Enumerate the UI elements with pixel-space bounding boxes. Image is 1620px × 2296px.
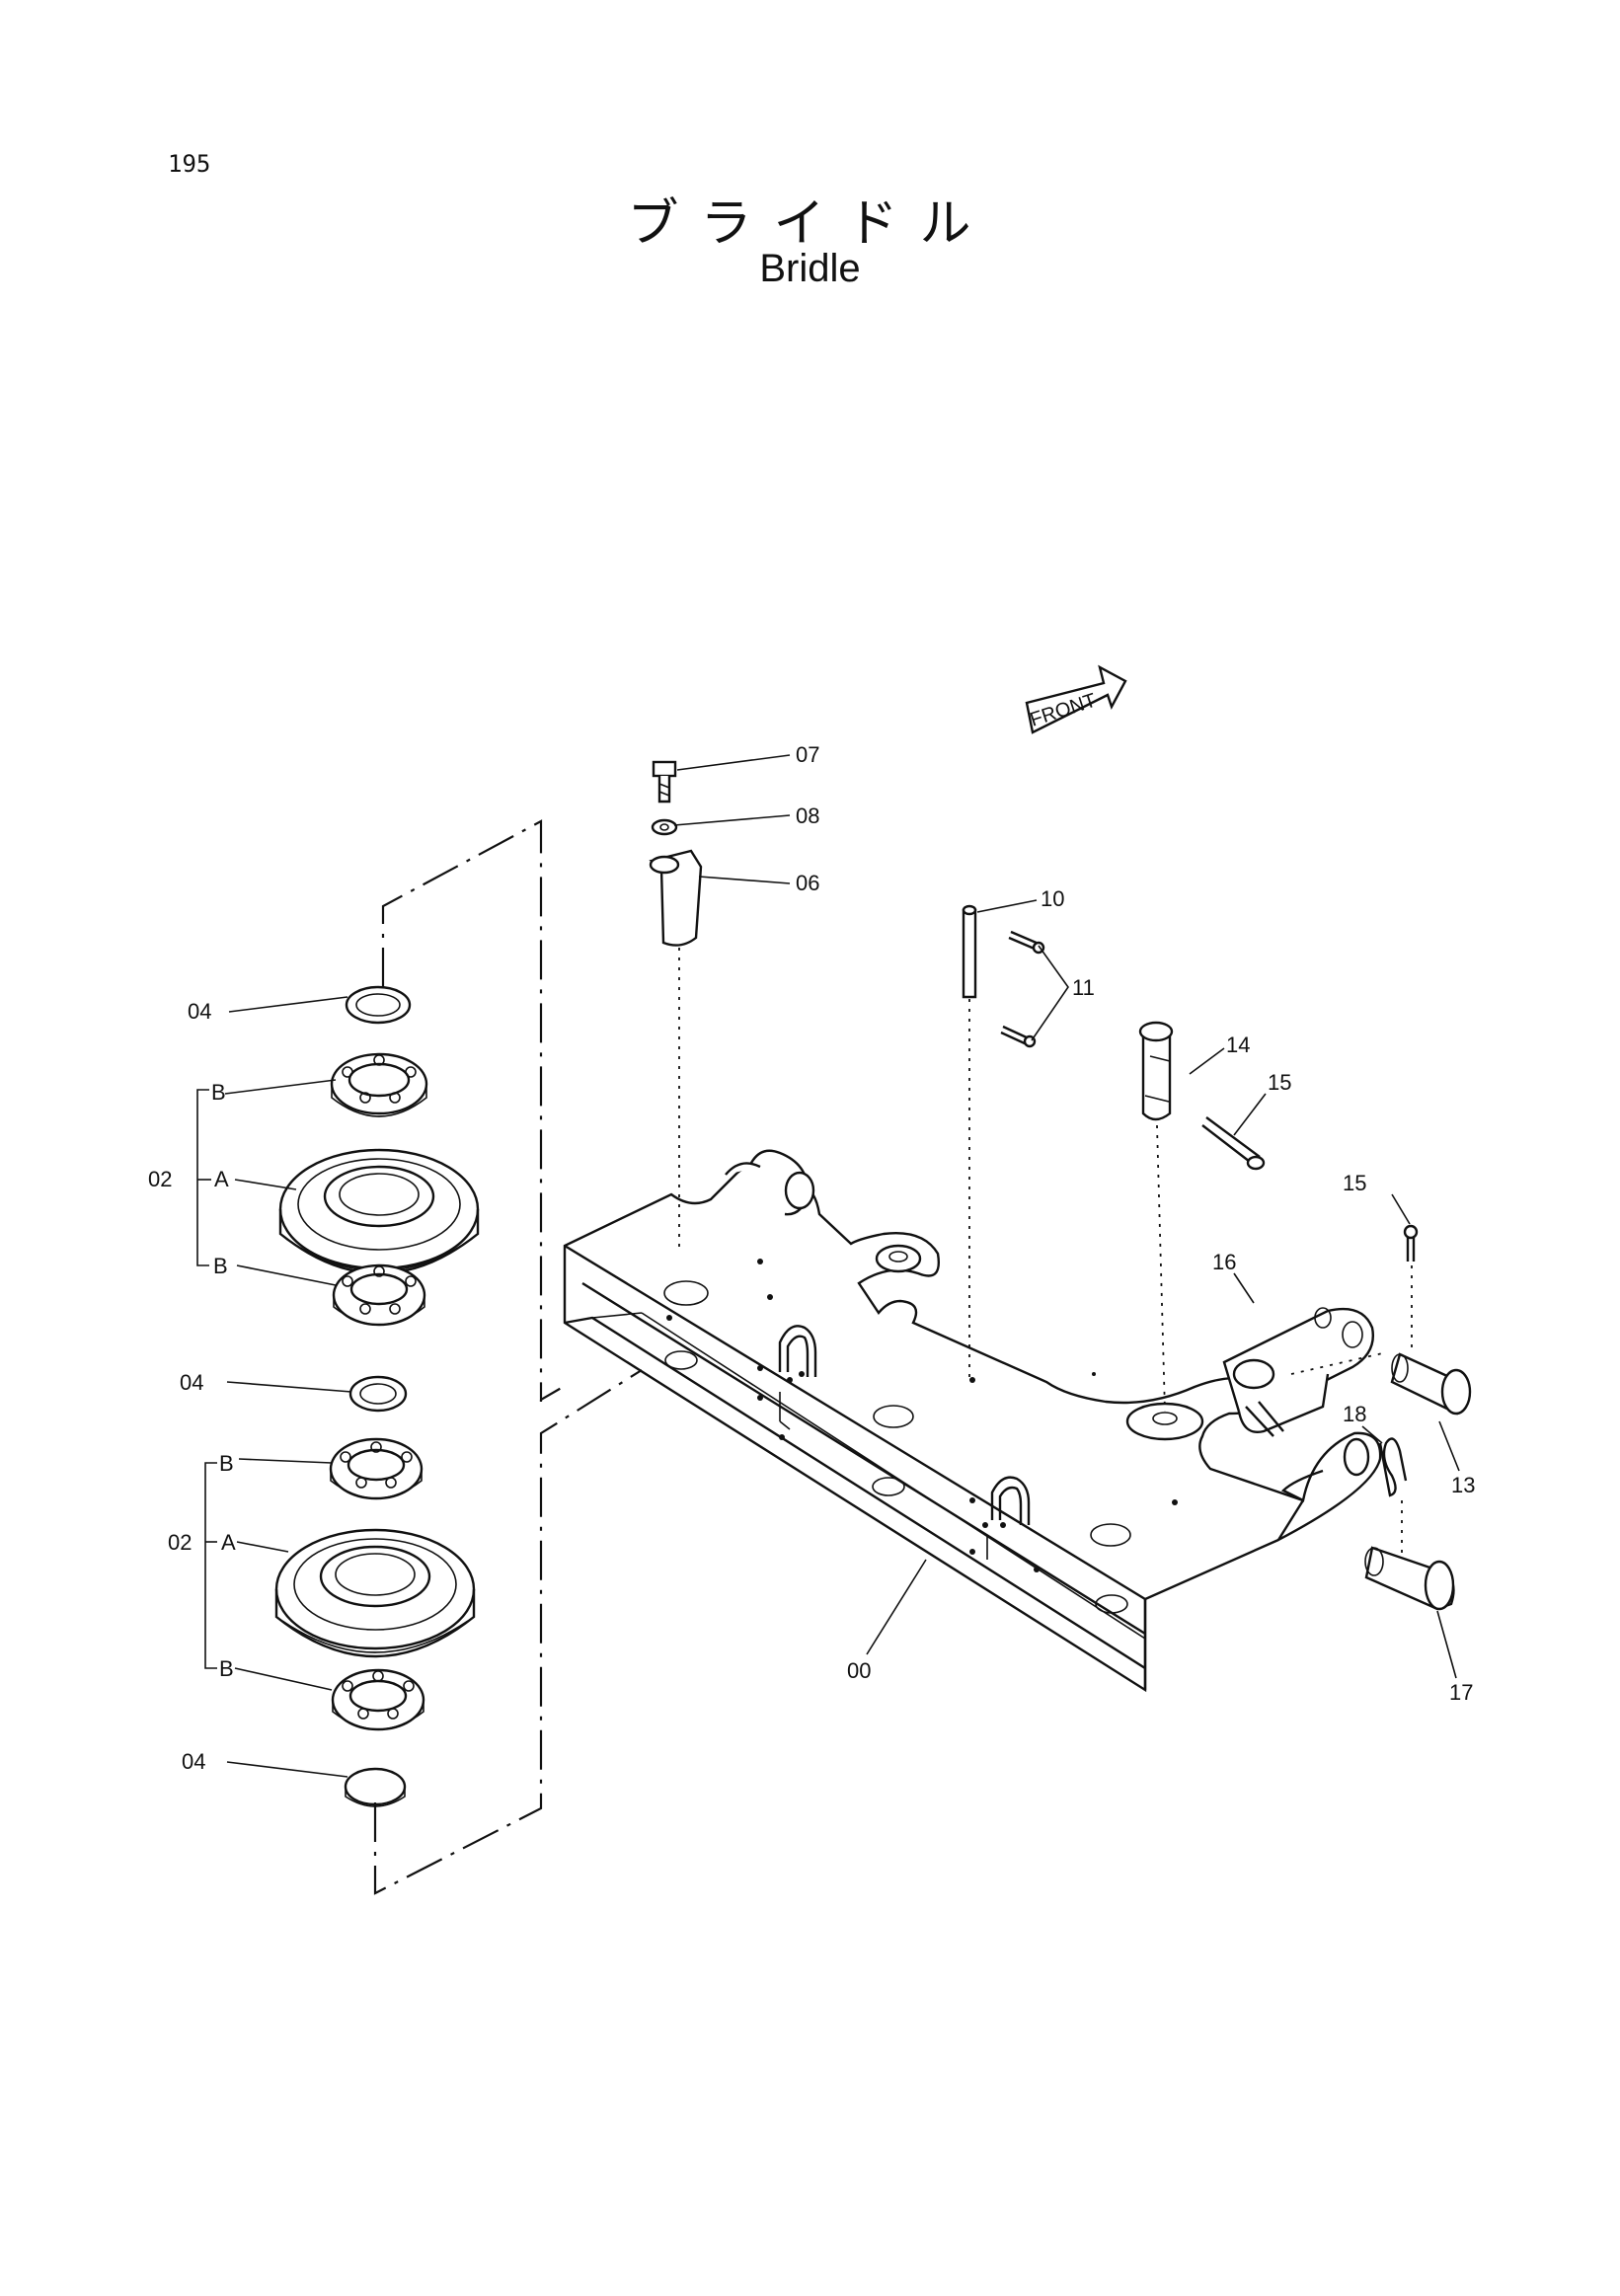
washer-08: [651, 818, 678, 836]
front-label: FRONT: [1028, 690, 1099, 731]
group-brackets: [196, 1089, 217, 1669]
page-title-japanese: ブライドル: [627, 194, 993, 254]
page-number: 195: [168, 150, 211, 178]
callout-17: 17: [1449, 1680, 1473, 1705]
pin-13: [1390, 1352, 1472, 1416]
cotter-pin-15-right: [1403, 1224, 1419, 1262]
pin-17: [1364, 1546, 1455, 1611]
leader-lines: [224, 754, 1460, 1778]
page-title-english: Bridle: [759, 247, 861, 290]
callout-02-sub-b: B: [219, 1656, 234, 1681]
callout-04: 04: [180, 1370, 203, 1395]
callout-10: 10: [1041, 886, 1064, 911]
callout-labels: 04 B 02 A B 04 B 02 A B 04 07 08 06 10 1…: [148, 742, 1475, 1774]
front-arrow-marker: FRONT: [1025, 664, 1127, 734]
callout-02: 02: [168, 1530, 192, 1555]
yoke-16: [1222, 1307, 1374, 1437]
callout-02-sub-a: A: [221, 1530, 236, 1555]
callout-04: 04: [188, 999, 211, 1024]
callout-08: 08: [796, 804, 819, 828]
callout-07: 07: [796, 742, 819, 767]
pin-10: [962, 904, 977, 999]
callout-02-sub-b: B: [219, 1451, 234, 1476]
callout-04: 04: [182, 1749, 205, 1774]
assembly-lines: [373, 819, 1413, 1895]
bolt-07: [652, 760, 677, 804]
callout-15: 15: [1268, 1070, 1291, 1095]
bridle-frame: [563, 1149, 1382, 1693]
callout-14: 14: [1226, 1033, 1250, 1057]
callout-13: 13: [1451, 1473, 1475, 1497]
callout-02-sub-b: B: [213, 1254, 228, 1278]
pin-14: [1138, 1021, 1174, 1121]
callout-06: 06: [796, 871, 819, 895]
callout-16: 16: [1212, 1250, 1236, 1274]
sheave-stack: [274, 985, 480, 1807]
cotter-pin-15-upper: [1201, 1116, 1266, 1171]
callout-00: 00: [847, 1658, 871, 1683]
r-pin-18: [1378, 1437, 1408, 1497]
callout-11: 11: [1072, 975, 1095, 1000]
callout-02-sub-a: A: [214, 1167, 229, 1191]
cotter-pins-11: [1000, 930, 1045, 1048]
callout-18: 18: [1343, 1402, 1366, 1426]
stopper-06: [649, 849, 703, 947]
callout-02-sub-b: B: [211, 1080, 226, 1105]
callout-02: 02: [148, 1167, 172, 1191]
callout-15: 15: [1343, 1171, 1366, 1195]
